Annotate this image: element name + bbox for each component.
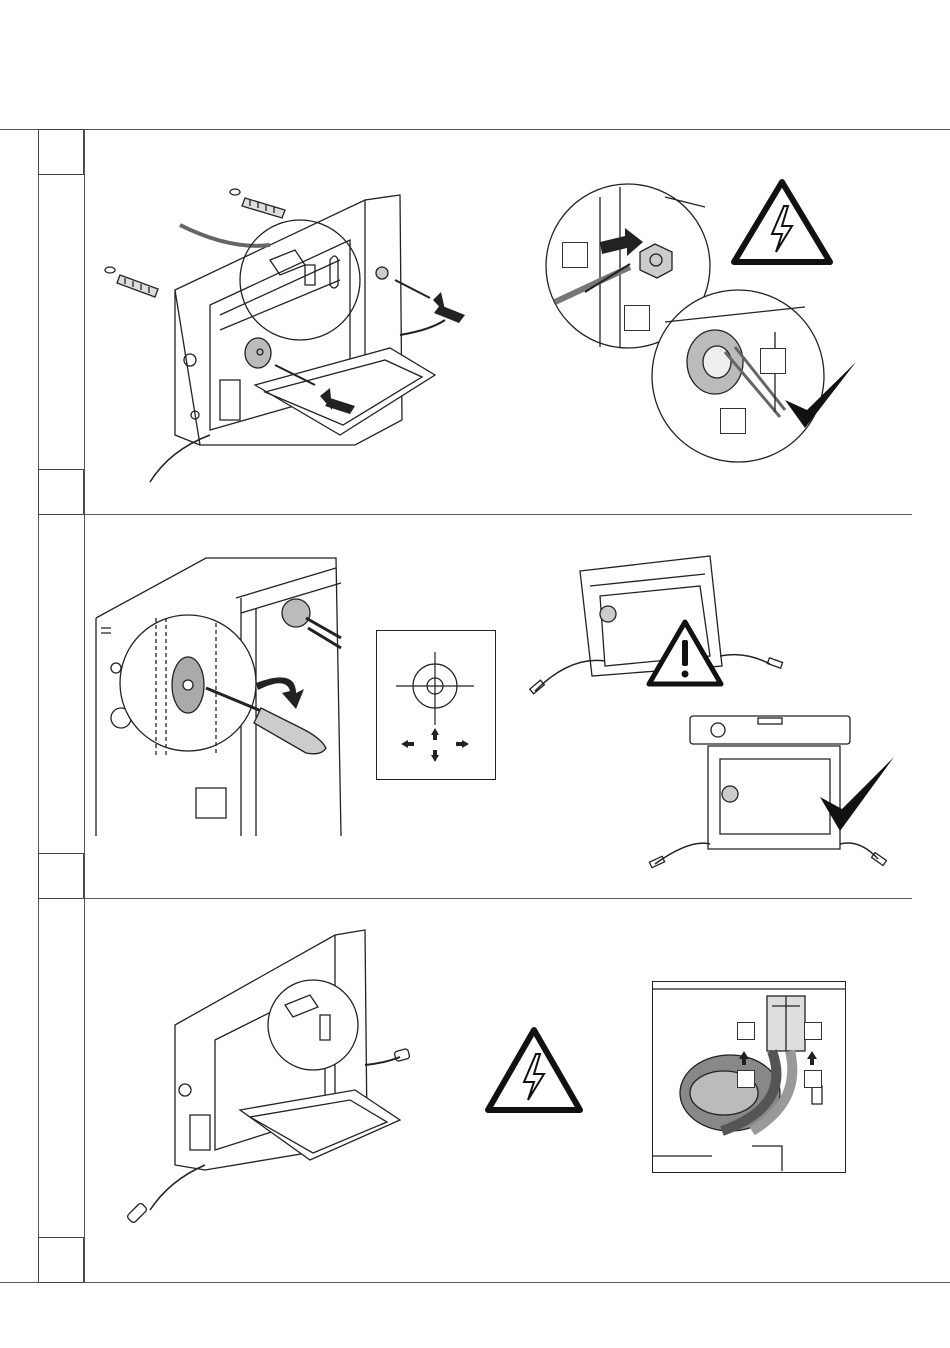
step-column-line <box>84 129 85 1282</box>
wall-anchor-top <box>230 189 285 218</box>
left-frame-line <box>38 129 39 1282</box>
step-box-4 <box>38 1237 84 1283</box>
electric-hazard-icon-2 <box>484 1026 584 1114</box>
screwdriver-adjust-drawing <box>96 558 346 836</box>
callout-box-d <box>720 408 746 434</box>
spirit-level <box>690 716 850 744</box>
warning-triangle-icon <box>645 618 725 688</box>
callout-box-f <box>804 1022 822 1040</box>
wall-anchor-left <box>105 267 158 297</box>
callout-box-g <box>737 1070 755 1088</box>
top-rule <box>0 129 950 130</box>
step-box-1 <box>38 129 84 175</box>
alignment-target-diagram <box>376 630 496 780</box>
step-box-3 <box>38 853 84 899</box>
callout-box-b <box>624 305 650 331</box>
callout-box-e <box>737 1022 755 1040</box>
checkmark-icon <box>783 360 858 435</box>
section-2-bottom-rule <box>38 898 912 899</box>
step-box-2 <box>38 469 84 515</box>
callout-box-a <box>562 242 588 268</box>
mounting-frame-drawing <box>100 170 480 490</box>
electric-hazard-icon <box>730 178 834 266</box>
cable-connected-drawing <box>125 925 415 1230</box>
callout-box-h <box>804 1070 822 1088</box>
checkmark-icon-2 <box>818 755 896 835</box>
bottom-rule <box>0 1282 950 1283</box>
section-1-bottom-rule <box>38 514 912 515</box>
rotate-arrow-icon <box>256 677 304 709</box>
